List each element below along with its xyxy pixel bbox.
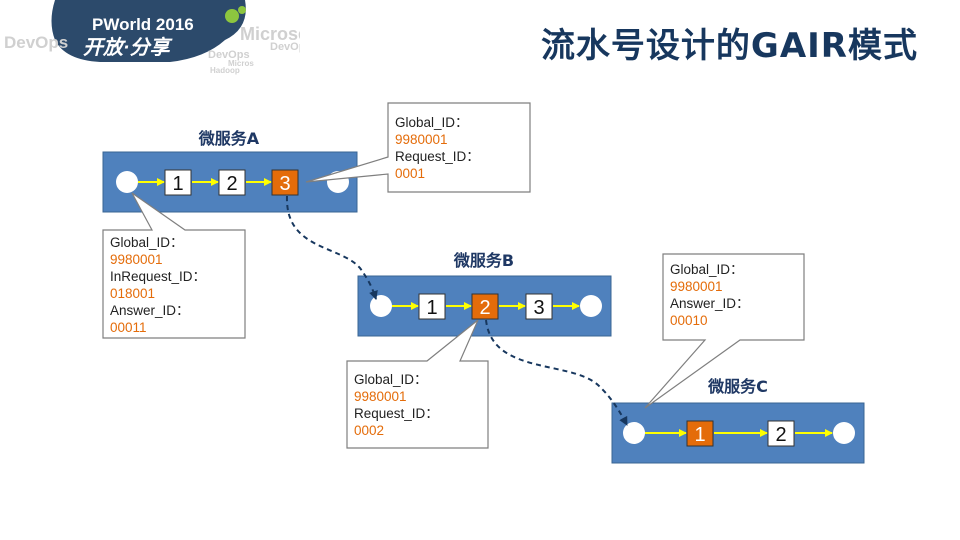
service-a-step-2-label: 2 [226,173,237,195]
service-b-start-node [370,295,392,317]
service-b-end-node [580,295,602,317]
logo-dot [225,9,239,23]
service-c: 微服务C 1 2 [611,377,865,464]
service-b-step-2-active [471,293,499,320]
callout-value: 9980001 [395,132,448,147]
service-c-step-2-label: 2 [775,424,786,446]
service-b-title: 微服务B [453,251,514,270]
service-a-step-3-active [271,169,299,196]
callout-value: 0001 [395,166,425,181]
callout-a-answer [102,192,246,339]
callout-value: 9980001 [110,252,163,267]
service-b-step-1 [418,293,446,320]
page-title: 流水号设计的GAIR模式 [540,26,918,66]
logo-tag: DevOps [208,49,250,61]
service-c-end-node [833,422,855,444]
service-b-step-3-label: 3 [533,297,544,319]
callout-label: Global_ID： [670,262,744,277]
service-a-step-3-label: 3 [279,173,290,195]
callout-value: 00010 [670,313,708,328]
logo-tag: Micros [228,59,254,68]
service-b-step-1-label: 1 [426,297,437,319]
callout-value: 018001 [110,286,155,301]
callout-label: Request_ID： [354,406,439,421]
callout-label: Global_ID： [110,235,184,250]
callout-a-request [305,102,531,193]
callout-label: Global_ID： [395,115,469,130]
logo-tag: Microservice [240,24,300,44]
call-link-a-to-b [285,195,378,300]
service-c-step-2 [767,420,795,447]
service-c-step-1-label: 1 [694,424,705,446]
pworld-logo: PWorld 2016 开放·分享 DevOps Microservice De… [4,0,300,75]
service-c-start-node [623,422,645,444]
service-c-step-1-active [686,420,714,447]
call-link-b-to-c [485,319,628,426]
service-b-step-3 [525,293,553,320]
callout-label: Answer_ID： [670,296,750,311]
logo-tag: DevOps [4,33,68,52]
callout-b-request [346,319,489,449]
logo-slogan: 开放·分享 [83,36,173,59]
callout-label: Answer_ID： [110,303,190,318]
callout-c-answer [644,253,805,409]
callout-label: InRequest_ID： [110,269,206,284]
service-a-step-2 [218,169,246,196]
callout-value: 0002 [354,423,384,438]
service-a-title: 微服务A [198,129,260,148]
logo-dot-small [238,6,246,14]
logo-tag: Hadoop [210,66,240,75]
callout-value: 00011 [110,320,147,335]
service-c-title: 微服务C [707,377,768,396]
service-a-start-node [116,171,138,193]
callout-label: Request_ID： [395,149,480,164]
service-a-step-1-label: 1 [172,173,183,195]
logo-badge [51,0,246,62]
callout-label: Global_ID： [354,372,428,387]
callout-value: 9980001 [670,279,723,294]
logo-event: PWorld 2016 [92,15,194,34]
service-b-step-2-label: 2 [479,297,490,319]
logo-tag: DevOps [270,41,300,53]
service-a-step-1 [164,169,192,196]
callout-value: 9980001 [354,389,407,404]
service-b: 微服务B 1 2 3 [357,251,612,337]
